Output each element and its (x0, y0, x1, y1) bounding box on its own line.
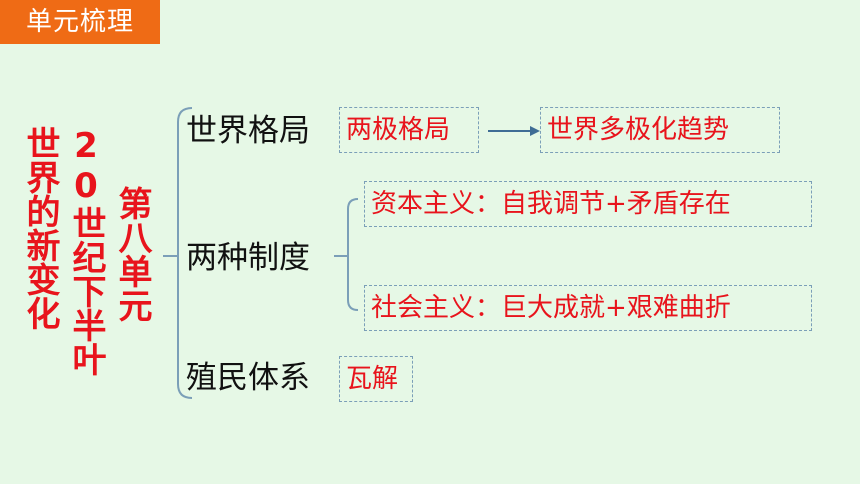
main-bracket (177, 107, 193, 399)
unit-summary-badge: 单元梳理 (0, 0, 160, 44)
sub-bracket (347, 198, 359, 311)
title-column-middle: 20世纪下半叶 (66, 126, 106, 376)
branch-world-pattern: 世界格局 (186, 113, 310, 149)
item-label: 资本主义：自我调节+矛盾存在 (371, 189, 731, 219)
item-bipolar-pattern: 两极格局 (339, 107, 479, 153)
title-column-left: 世界的新变化 (20, 126, 60, 330)
item-multipolar-trend: 世界多极化趋势 (540, 107, 780, 153)
item-label: 社会主义：巨大成就+艰难曲折 (371, 293, 731, 323)
item-socialism: 社会主义：巨大成就+艰难曲折 (364, 285, 812, 331)
branch-colonial-system: 殖民体系 (186, 360, 310, 396)
item-collapse: 瓦解 (339, 356, 413, 402)
arrow-head-icon (530, 126, 540, 136)
item-label: 两极格局 (346, 115, 451, 145)
item-label: 世界多极化趋势 (547, 115, 730, 145)
item-label: 瓦解 (346, 364, 399, 394)
title-column-right: 第八单元 (112, 186, 152, 322)
branch-two-systems: 两种制度 (186, 240, 310, 276)
item-capitalism: 资本主义：自我调节+矛盾存在 (364, 181, 812, 227)
